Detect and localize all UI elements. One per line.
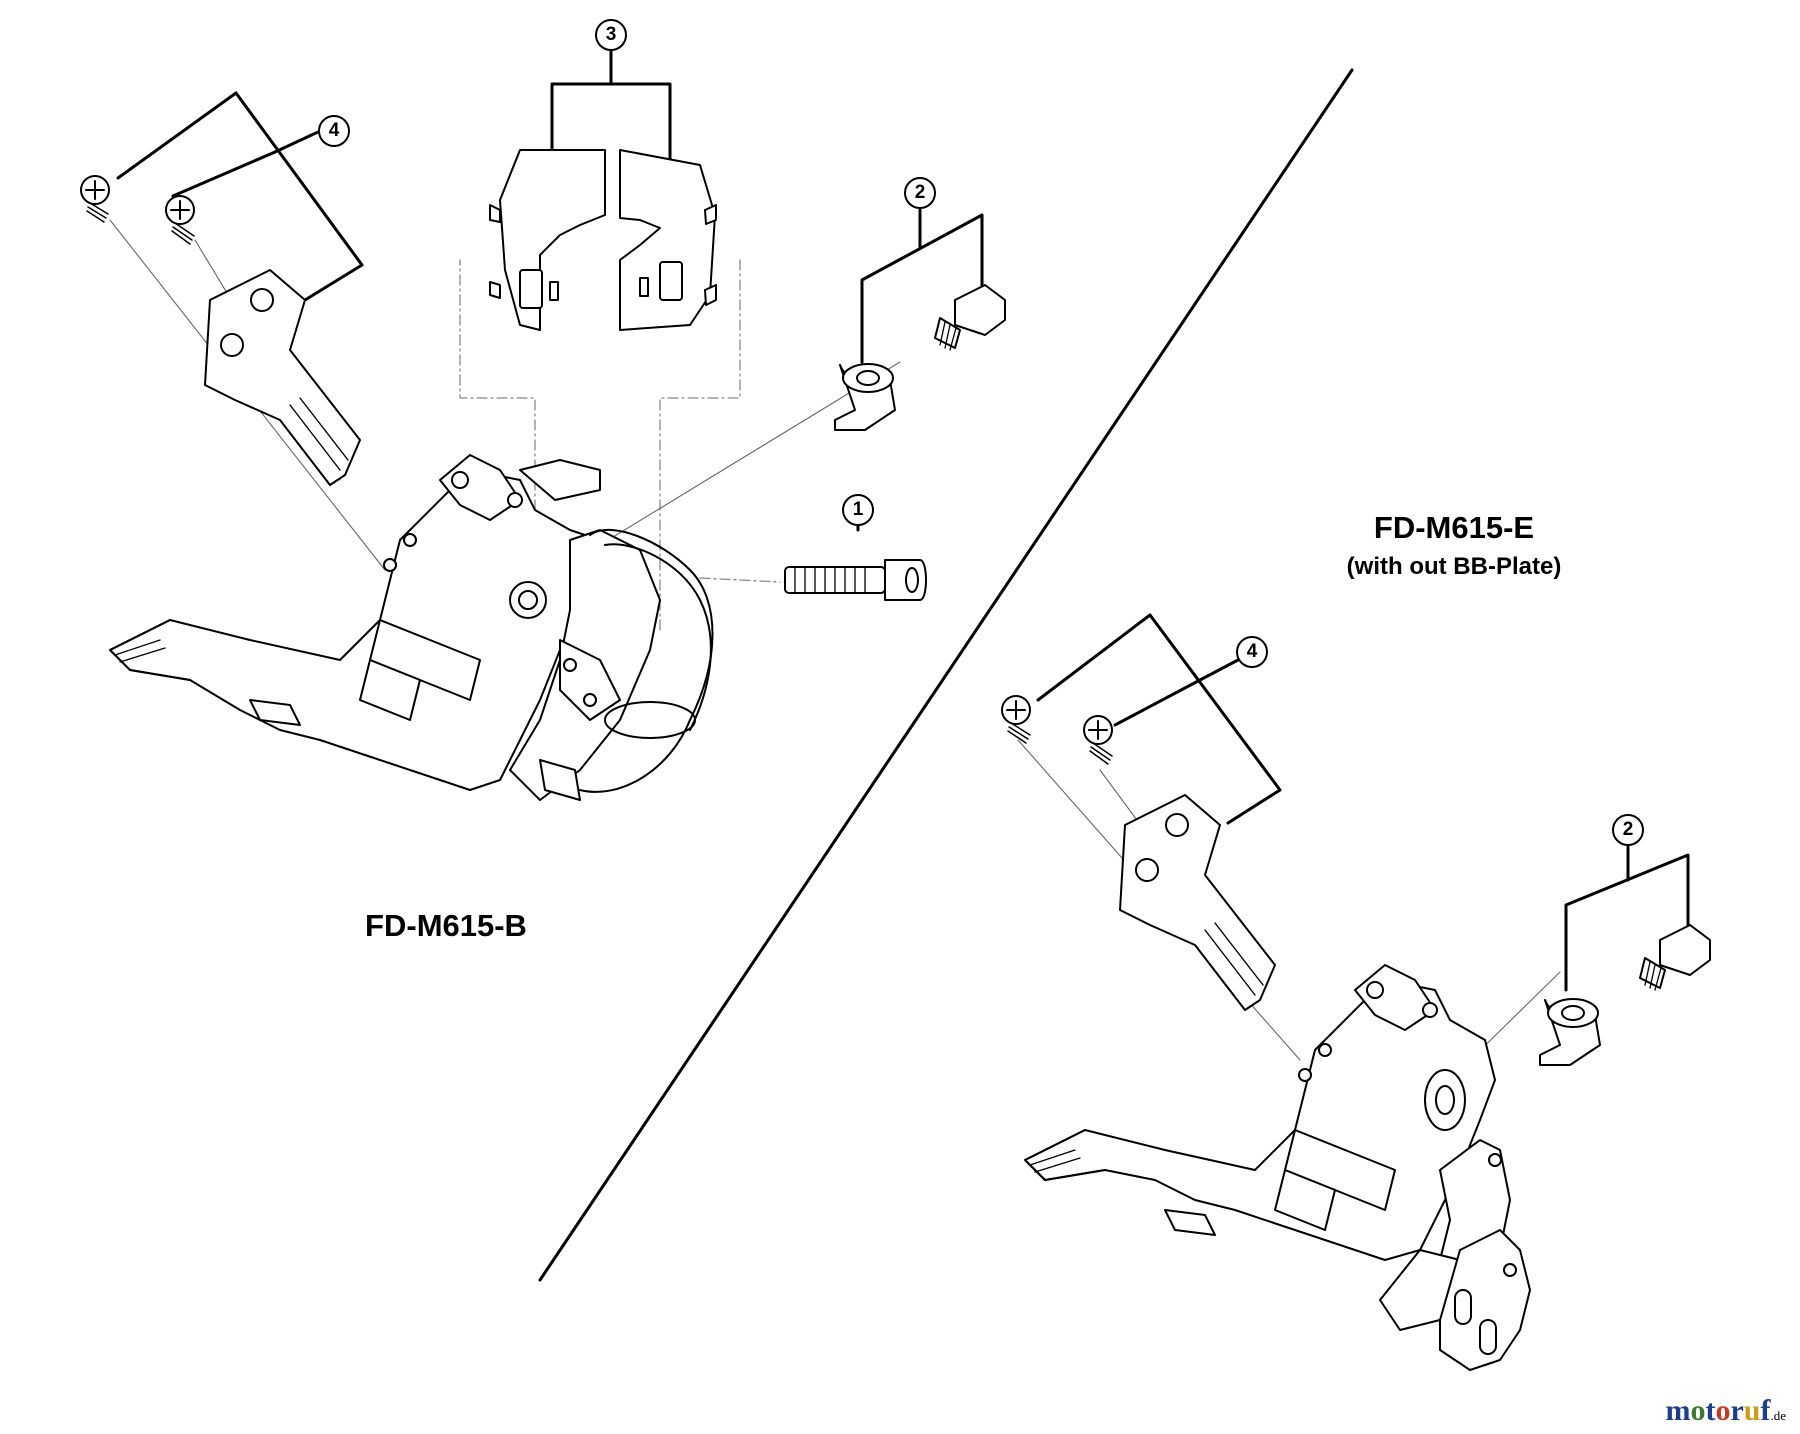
bracket-2-right: [1564, 845, 1690, 992]
cable-guide-left: [204, 269, 361, 486]
watermark-letter: r: [1730, 1394, 1744, 1427]
bolt-2-right: [1639, 924, 1711, 991]
leader-lines-right: [1017, 739, 1561, 1071]
callout-part-1: 1: [842, 494, 874, 526]
watermark-letter: f: [1760, 1394, 1771, 1427]
model-label-right: FD-M615-E: [1373, 510, 1535, 545]
watermark-letter: o: [1715, 1394, 1731, 1427]
watermark-logo: motoruf.de: [1665, 1394, 1786, 1428]
derailleur-body-right: [1024, 964, 1531, 1371]
callout-part-4-left: 4: [318, 115, 350, 147]
cable-clamp-left: [834, 363, 896, 431]
screw-left-a: [80, 175, 110, 223]
callout-part-4-right: 4: [1236, 636, 1268, 668]
model-note-right: (with out BB-Plate): [1346, 553, 1562, 580]
callout-part-2-left: 2: [904, 177, 936, 209]
derailleur-body-left: [109, 454, 714, 801]
model-label-left: FD-M615-B: [365, 908, 527, 943]
watermark-letter: u: [1743, 1394, 1761, 1427]
bracket-2-left: [860, 208, 984, 364]
watermark-letter: t: [1705, 1394, 1716, 1427]
bolt-2-left: [934, 284, 1006, 351]
screw-right-b: [1083, 715, 1113, 765]
bolt-1: [784, 559, 927, 601]
watermark-name: motoruf: [1665, 1394, 1770, 1427]
watermark-letter: m: [1665, 1394, 1691, 1427]
screw-right-a: [1001, 695, 1031, 744]
bracket-4-left: [116, 91, 364, 302]
divider-line: [538, 68, 1354, 1282]
cable-clamp-right: [1539, 998, 1601, 1066]
watermark-letter: o: [1690, 1394, 1706, 1427]
clamp-band: [489, 149, 717, 331]
cable-guide-right: [1119, 794, 1276, 1011]
watermark-tld: .de: [1770, 1408, 1786, 1423]
callout-part-3: 3: [595, 19, 627, 51]
screw-left-b: [165, 195, 195, 245]
bracket-4-right: [1036, 613, 1282, 825]
bracket-3: [550, 48, 672, 162]
callout-part-2-right: 2: [1612, 814, 1644, 846]
